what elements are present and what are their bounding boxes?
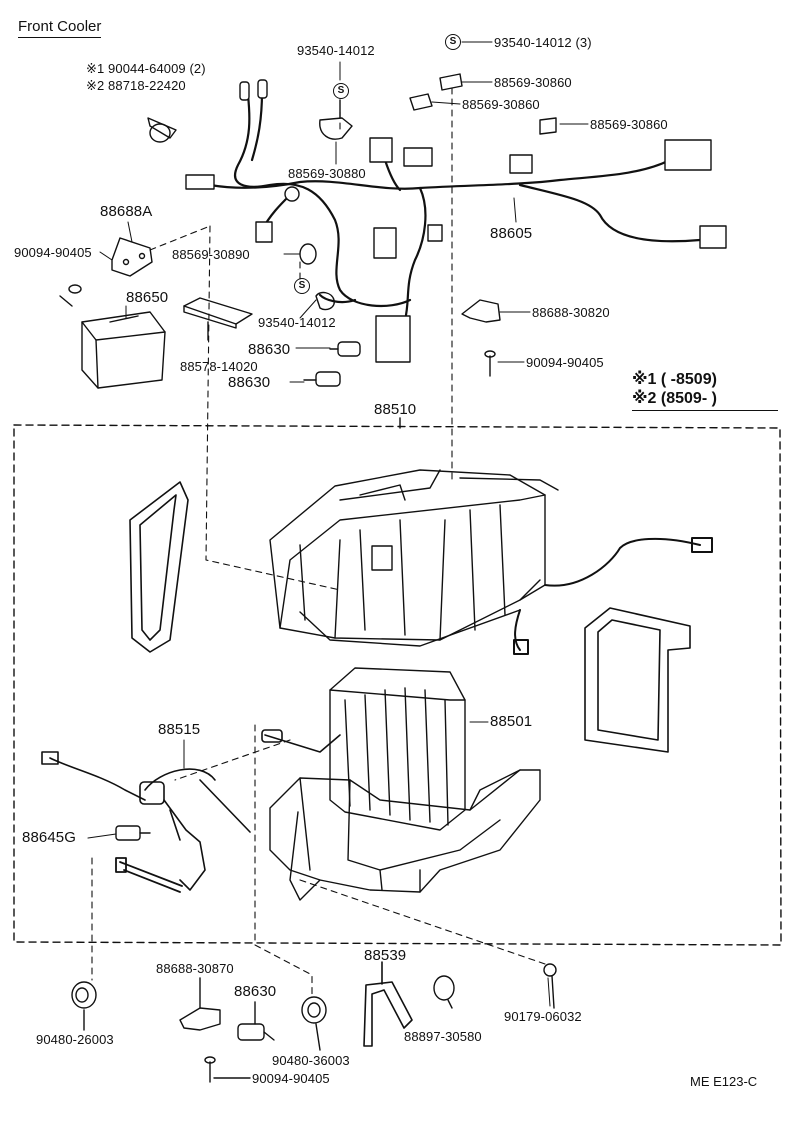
pipe-lower [115,857,183,893]
label-leader-lines [87,41,589,1007]
sensor-88630-middle [303,371,341,387]
label-88501: 88501 [490,713,533,730]
s-mark-top: S [333,83,349,99]
label-88539: 88539 [364,947,407,964]
label-88569-30860-a: 88569-30860 [494,75,572,90]
cooling-unit-upper-case [269,469,559,647]
drain-hose-88539 [363,961,413,1047]
capillary-tube [261,729,341,753]
screw-90094-90405-left [59,284,82,307]
label-93540-14012-qty3: 93540-14012 (3) [494,35,592,50]
upper-case-wire [513,537,713,655]
sensor-88645G [115,825,151,841]
footnote-2: ※2 88718-22420 [86,78,186,93]
dashed-leader-lines [91,87,549,999]
label-88630-middle: 88630 [228,374,271,391]
label-93540-14012-top: 93540-14012 [297,43,375,58]
label-90480-36003: 90480-36003 [272,1053,350,1068]
diagram-code: ME E123-C [690,1074,758,1089]
note-underline [632,410,778,411]
label-88569-30860-c: 88569-30860 [590,117,668,132]
gasket-right [584,607,691,753]
label-88630-upper: 88630 [248,341,291,358]
footnote-1: ※1 90044-64009 (2) [86,61,206,76]
diagram-title: Front Cooler [18,18,102,38]
label-88688-30870: 88688-30870 [156,961,234,976]
label-88578-14020: 88578-14020 [180,359,258,374]
screw-90094-90405-right [484,350,496,377]
clip-90179-06032 [543,963,557,1009]
bracket-88688-30870 [179,1007,221,1031]
label-90480-26003: 90480-26003 [36,1032,114,1047]
label-88569-30880: 88569-30880 [288,166,366,181]
bar-88578-14020 [183,297,253,329]
label-88515: 88515 [158,721,201,738]
clamp-part [147,117,177,143]
label-88510: 88510 [374,401,417,418]
grommet-90480-36003 [301,996,327,1051]
harness-connectors [185,79,727,363]
label-88650: 88650 [126,289,169,306]
amplifier-88650 [81,311,166,389]
cooling-unit-lower-case [269,769,541,901]
label-93540-14012-lower: 93540-14012 [258,315,336,330]
label-90094-90405-left: 90094-90405 [14,245,92,260]
sensor-88630-lower [237,1001,275,1041]
gasket-left [129,481,189,653]
production-range-notes: ※1 ( -8509) ※2 (8509- ) [632,370,778,411]
label-90179-06032: 90179-06032 [504,1009,582,1024]
range-note-2: ※2 (8509- ) [632,390,717,407]
label-88569-30890: 88569-30890 [172,247,250,262]
clamp-88569-30880 [319,99,353,140]
label-88569-30860-b: 88569-30860 [462,97,540,112]
assembly-boundary-88510 [13,424,782,946]
label-90094-90405-right: 90094-90405 [526,355,604,370]
label-88645G: 88645G [22,829,76,846]
expansion-valve-88515 [41,751,251,891]
label-88630-lower: 88630 [234,983,277,1000]
label-88688-30820: 88688-30820 [532,305,610,320]
grommet-88897-30580 [433,975,455,1009]
evaporator-88501 [329,667,466,831]
bracket-88688A [111,237,153,277]
clip-88569-30860-parts [409,73,557,135]
wire-harness-88605 [208,90,702,322]
s-mark-top-right: S [445,34,461,50]
label-88688A: 88688A [100,203,153,220]
grommet-90480-26003 [71,981,97,1009]
label-88605: 88605 [490,225,533,242]
screw-90094-90405-bottom [204,1056,251,1083]
bracket-88688-30820 [461,299,501,323]
s-mark-lower: S [294,278,310,294]
label-90094-90405-bottom: 90094-90405 [252,1071,330,1086]
range-note-1: ※1 ( -8509) [632,371,717,388]
label-88897-30580: 88897-30580 [404,1029,482,1044]
sensor-88630-upper [329,341,361,357]
